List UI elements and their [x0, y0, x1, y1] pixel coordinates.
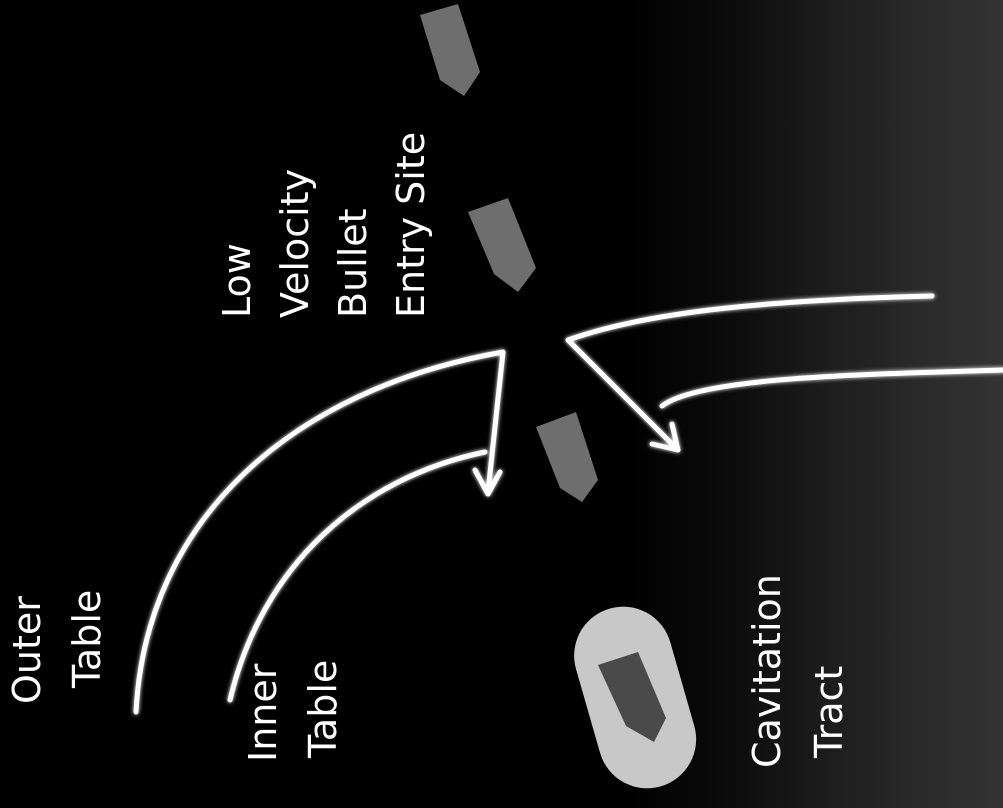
label-inner-table: Table — [304, 660, 342, 758]
label-low: Low — [218, 243, 256, 318]
label-outer-table: Table — [68, 590, 106, 688]
inner-exit-curve — [662, 370, 1003, 406]
label-bullet: Bullet — [334, 208, 372, 318]
bullet-shape-middle — [468, 198, 536, 292]
label-entry-site: Entry Site — [392, 132, 430, 318]
label-inner: Inner — [244, 664, 282, 762]
label-velocity: Velocity — [276, 169, 314, 318]
bullet-shape-top — [420, 4, 480, 96]
bullet-shape-exit — [536, 412, 598, 502]
label-outer: Outer — [8, 596, 46, 704]
outer-table-curve — [136, 352, 503, 712]
label-tract: Tract — [810, 666, 848, 758]
label-cavitation: Cavitation — [748, 574, 786, 768]
